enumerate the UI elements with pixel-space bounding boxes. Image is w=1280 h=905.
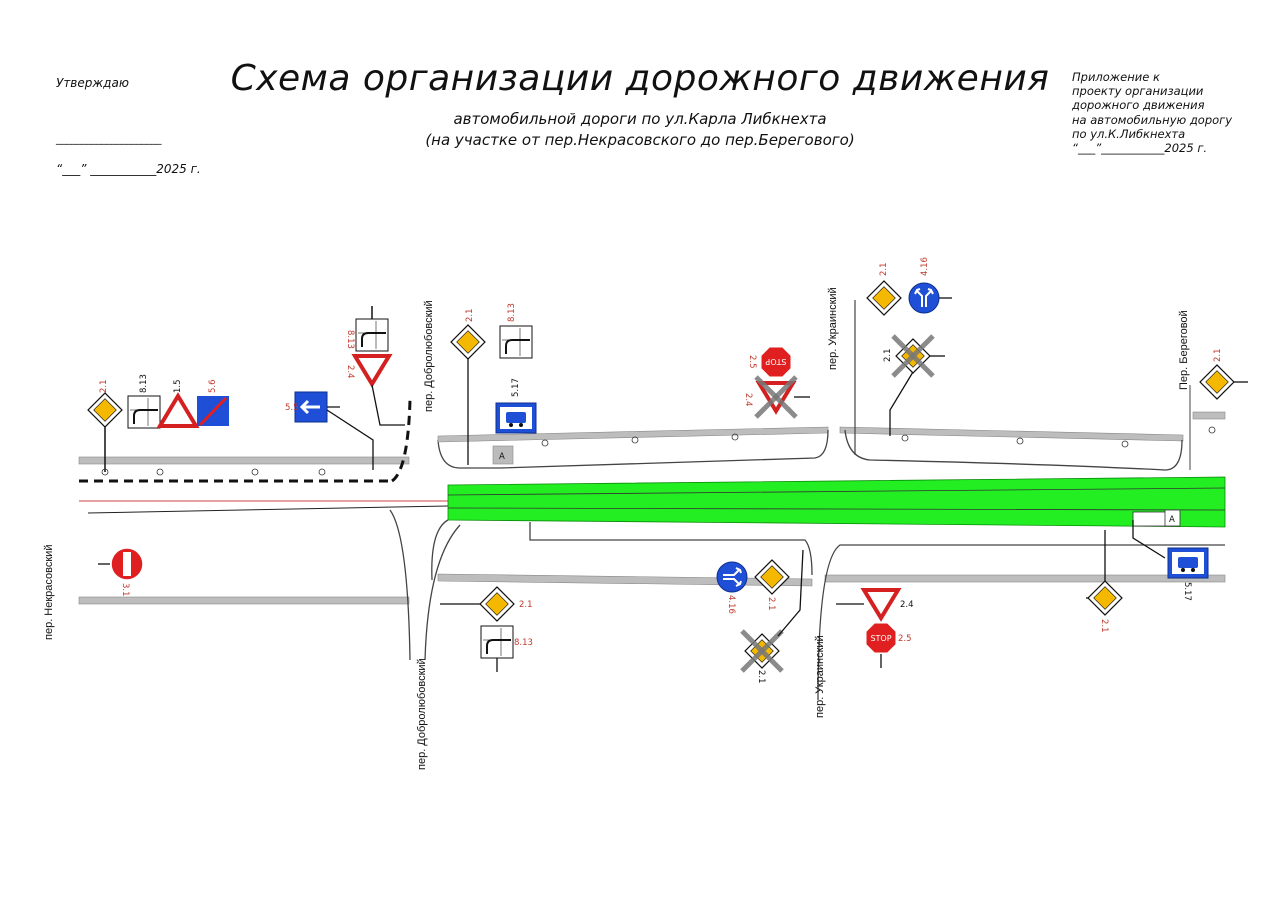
- stop-sign-text: STOP: [870, 634, 891, 643]
- sign-group-b6: A 5.17: [1132, 509, 1209, 601]
- sign-group-7: 2.1: [1199, 348, 1248, 400]
- plate-813-icon: [355, 318, 389, 352]
- curb-upper-middle: [499, 429, 829, 469]
- street-label-dobrolyubovsky-top: пер. Добролюбовский: [423, 300, 435, 412]
- sign-code: 3.1: [120, 583, 130, 597]
- curb-dobrolyubovsky-right: [424, 524, 461, 661]
- subtitle-road: автомобильной дороги по ул.Карла Либкнех…: [453, 110, 827, 128]
- sign-code: 4.16: [920, 257, 930, 276]
- approve-label: Утверждаю: [56, 76, 129, 90]
- sign-group-2: 8.13 2.4: [345, 306, 405, 426]
- sign-group-1: 2.1 8.13 1.5 5.6: [87, 374, 229, 472]
- sign-code: 2.4: [900, 600, 914, 610]
- sidewalk-left-upper: [78, 456, 410, 465]
- main-road-sign-icon: [450, 324, 486, 360]
- sidewalk-marks: [101, 426, 1216, 476]
- curb-dobrolyubovsky-left: [389, 509, 411, 661]
- sign-code: 2.1: [465, 308, 475, 322]
- sign-code: 2.1: [1213, 348, 1223, 362]
- main-road-sign-icon: [479, 586, 515, 622]
- sign-code: 2.4: [743, 393, 753, 407]
- bus-stop-sign-icon: [1167, 547, 1209, 579]
- plate-813-icon: [480, 625, 514, 659]
- sidewalk-lower-right: [824, 574, 1226, 583]
- sign-code: 5.6: [208, 379, 218, 393]
- sign-code: 2.5: [898, 634, 912, 644]
- curb-dobrolyubovsky-right-upper: [431, 519, 449, 581]
- marker-label: A: [499, 452, 505, 462]
- sign-code: 2.1: [99, 379, 109, 393]
- stop-pavilion: [1164, 509, 1181, 527]
- street-label-ukrainsky-top: пер. Украинский: [827, 287, 839, 370]
- sign-code: 5.17: [1182, 582, 1192, 601]
- round-blue-sign-icon: [716, 561, 748, 593]
- main-road-sign-icon: [1087, 580, 1123, 616]
- round-blue-sign-icon: [908, 282, 940, 314]
- sign-group-b5: 2.1: [1086, 530, 1123, 633]
- sign-code: 8.13: [345, 330, 355, 349]
- sign-code: 4.16: [726, 595, 736, 614]
- main-road-sign-icon: [1199, 364, 1235, 400]
- sign-code: 2.1: [756, 670, 766, 684]
- edge-marking-curve: [391, 399, 412, 483]
- yield-sign-icon: [862, 588, 900, 620]
- main-road-sign-icon: [866, 280, 902, 316]
- sign-group-3: 5.5: [285, 391, 374, 470]
- sign-group-b2: 2.1 8.13: [440, 586, 533, 672]
- main-road-sign-icon: [754, 559, 790, 595]
- sign-code: 5.5: [285, 403, 299, 413]
- sign-group-5: STOP 2.5 2.4: [743, 346, 810, 417]
- street-label-dobrolyubovsky-bottom: пер. Добролюбовский: [416, 658, 428, 770]
- sign-code: 8.13: [514, 638, 533, 648]
- stop-sign-text: STOP: [765, 357, 786, 366]
- sidewalk-left-lower: [78, 596, 410, 605]
- curb-ukrainsky-lower: [817, 544, 1225, 701]
- sign-code: 8.13: [507, 303, 517, 322]
- sign-code: 2.1: [766, 597, 776, 611]
- lane-line-green-1: [447, 487, 1226, 496]
- approve-date: “___” ___________2025 г.: [56, 162, 201, 176]
- main-road-sign-icon: [87, 392, 123, 428]
- sidewalk-upper-right: [839, 426, 1184, 442]
- sign-code: 2.4: [345, 365, 355, 379]
- lane-line-green-2: [447, 507, 1226, 511]
- sign-code: 2.5: [747, 355, 757, 369]
- sign-code: 5.17: [511, 378, 521, 397]
- sign-group-4: A 2.1 8.13 5.17: [450, 303, 537, 465]
- plate-813-icon: [127, 395, 161, 429]
- yield-sign-icon: [353, 354, 391, 386]
- sign-code: 2.1: [519, 600, 533, 610]
- street-label-beregovoy: Пер. Береговой: [1178, 310, 1190, 390]
- page-title: Схема организации дорожного движения: [230, 58, 1050, 99]
- sign-group-6: 2.1 4.16 2.1: [866, 257, 952, 436]
- warning-triangle-icon: [158, 394, 198, 428]
- sign-code: 2.1: [883, 348, 893, 362]
- sign-code: 2.1: [879, 262, 889, 276]
- plate-813-icon: [499, 325, 533, 359]
- sign-code: 2.1: [1099, 619, 1109, 633]
- sign-group-b3: 4.16 2.1 2.1: [716, 549, 804, 684]
- appendix-note: Приложение к проекту организации дорожно…: [1072, 70, 1233, 156]
- sign-code: 8.13: [139, 374, 149, 393]
- repair-zone-green: [447, 476, 1226, 528]
- street-label-ukrainsky-bottom: пер. Украинский: [814, 635, 826, 718]
- sign-code: 1.5: [173, 379, 183, 393]
- sidewalk-beregovoy: [1192, 411, 1226, 420]
- bus-stop-sign-icon: [495, 402, 537, 434]
- stop-pavilion: [492, 445, 514, 465]
- curb-lower-middle: [529, 522, 813, 576]
- curb-top-left: [437, 439, 500, 469]
- subtitle-section: (на участке от пер.Некрасовского до пер.…: [425, 131, 855, 149]
- sign-group-b1: 3.1: [98, 547, 144, 597]
- curb-upper-right: [844, 429, 1183, 471]
- sign-group-b4: STOP 2.4 2.5: [836, 588, 914, 668]
- street-label-nekrasovsky: пер. Некрасовский: [43, 545, 55, 640]
- approve-signature-line: _____________________: [56, 132, 162, 145]
- lane-line: [87, 505, 449, 514]
- marker-label: A: [1169, 515, 1175, 525]
